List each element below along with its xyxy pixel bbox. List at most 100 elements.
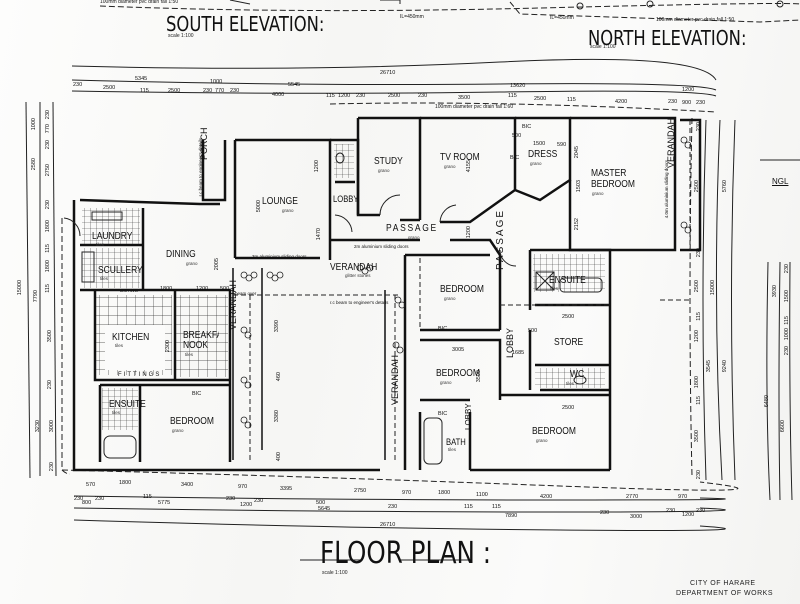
sliding-door-note: 3m aluminium sliding doors: [252, 254, 307, 259]
dim-top: 900: [682, 100, 692, 106]
dim-top: 230: [668, 99, 678, 105]
room-ensuite-sw: ENSUITE: [109, 399, 146, 410]
dim-right-far: 3930: [772, 285, 778, 298]
dim-left: 7790: [33, 290, 39, 303]
dim-bottom: 115: [464, 504, 473, 510]
room-lobby-south: LOBBY: [464, 403, 473, 430]
sliding-door-note: 2m aluminium sliding doors: [354, 244, 409, 249]
room-finish: grano: [378, 168, 390, 173]
floor-plan-scale: scale 1:100: [322, 570, 348, 576]
dim-bottom: 115: [143, 494, 152, 500]
dim-left: 3230: [35, 420, 41, 433]
dim-room: 1800: [160, 286, 173, 292]
room-finish: grano: [408, 235, 420, 240]
dim-bottom: 1800: [438, 490, 451, 496]
room-lobby-north: LOBBY: [333, 194, 359, 204]
dim-right-far: 115: [784, 316, 790, 325]
room-finish: glitter stones: [345, 273, 371, 278]
dim-left: 115: [45, 244, 51, 253]
dim-top: 115: [508, 93, 517, 99]
room-finish: grano: [186, 261, 198, 266]
dim-bottom: 3400: [181, 482, 194, 488]
dim-right: 230: [696, 470, 702, 480]
dim-room: 1200: [466, 226, 472, 239]
dim-top: 2500: [103, 85, 116, 91]
dim-top: 115: [326, 93, 335, 99]
dim-bottom: 1200: [682, 512, 695, 518]
fittings-label: FITTINGS: [118, 372, 162, 378]
drain-note-left: 100mm diameter pvc drain fall 1:50: [100, 0, 179, 5]
rc-beam-note: r.c beam to engineer's details: [330, 300, 389, 305]
room-dining: DINING: [166, 249, 196, 260]
dim-bottom: 1800: [119, 480, 132, 486]
room-finish: tiles: [112, 410, 121, 415]
dim-top: 1200: [338, 93, 351, 99]
dim-left: 1000: [31, 118, 37, 131]
dim-room: 1470: [316, 228, 322, 241]
dim-left: 3500: [47, 330, 53, 343]
dim-bottom: 1100: [476, 492, 488, 498]
drain-note-plan: 100mm diameter pvc drain fall 1:60: [435, 104, 514, 110]
dim-top: 230: [230, 88, 240, 94]
dim-right: 1200: [694, 330, 700, 343]
dim-bottom: 1200: [240, 502, 253, 508]
bic-label: BIC: [438, 326, 448, 332]
dim-bottom: 970: [402, 490, 412, 496]
dim-right-overall: 15000: [710, 280, 716, 296]
dim-room: 500: [220, 286, 230, 292]
dim-top: 1000: [210, 79, 223, 85]
dim-room: 2152: [574, 218, 580, 231]
room-bedroom-se: BEDROOM: [532, 426, 576, 437]
dim-room: 1200: [196, 286, 209, 292]
dim-left: 1800: [45, 260, 51, 273]
il-note-right: IL=450mm: [550, 15, 574, 21]
dim-bottom: 2770: [626, 494, 639, 500]
room-bedroom-center-north: BEDROOM: [440, 284, 484, 295]
dim-bottom: 3395: [280, 486, 293, 492]
room-ensuite-east: ENSUITE: [549, 275, 586, 286]
il-note-left: IL=450mm: [400, 14, 424, 20]
bic-label: BIC: [438, 411, 448, 417]
room-finish: tiles: [448, 447, 457, 452]
dim-bottom: 2750: [354, 488, 367, 494]
room-wc: WC: [570, 369, 585, 380]
dim-bottom: 4200: [540, 494, 553, 500]
dim-left: 2750: [45, 164, 51, 177]
dim-bottom: 230: [95, 496, 105, 502]
room-finish: tiles: [115, 343, 124, 348]
dim-bottom: 570: [86, 482, 96, 488]
dim-right: 9240: [722, 360, 728, 373]
room-laundry: LAUNDRY: [92, 231, 133, 242]
dim-bottom: 230: [696, 508, 706, 514]
room-master-bedroom: MASTER BEDROOM: [591, 168, 635, 190]
dim-room: 1685: [512, 350, 525, 356]
dim-bottom: 970: [238, 484, 248, 490]
dim-right: 230: [696, 122, 702, 132]
room-lounge: LOUNGE: [262, 196, 298, 207]
room-finish: tiles: [96, 242, 105, 247]
room-store: STORE: [554, 337, 584, 348]
dim-right-far: 1500: [784, 290, 790, 303]
stamp-department: DEPARTMENT OF WORKS: [676, 590, 774, 597]
dim-right-far: 230: [784, 264, 790, 274]
floor-plan-title: FLOOR PLAN :: [320, 536, 492, 571]
dim-top: 1200: [682, 87, 695, 93]
dim-bottom: 230: [254, 498, 264, 504]
dim-top: 230: [356, 93, 366, 99]
dim-left: 230: [49, 462, 55, 472]
dim-left: 230: [45, 200, 51, 210]
dim-room: 5000: [256, 200, 262, 213]
dim-top: 5345: [135, 76, 148, 82]
dim-right: 115: [696, 312, 702, 321]
dim-right-far: 6600: [780, 420, 786, 433]
room-verandah-south: VERANDAH: [390, 354, 400, 405]
dim-right: 5760: [722, 180, 728, 193]
dim-top: 4000: [272, 92, 285, 98]
stamp-city: CITY OF HARARE: [690, 580, 756, 587]
dim-room: 2300: [165, 340, 171, 353]
room-kitchen: KITCHEN: [112, 332, 150, 343]
dim-top: 115: [140, 88, 149, 94]
room-finish: grano: [444, 296, 456, 301]
dim-bottom: 230: [666, 508, 676, 514]
dim-top: 4200: [615, 99, 628, 105]
